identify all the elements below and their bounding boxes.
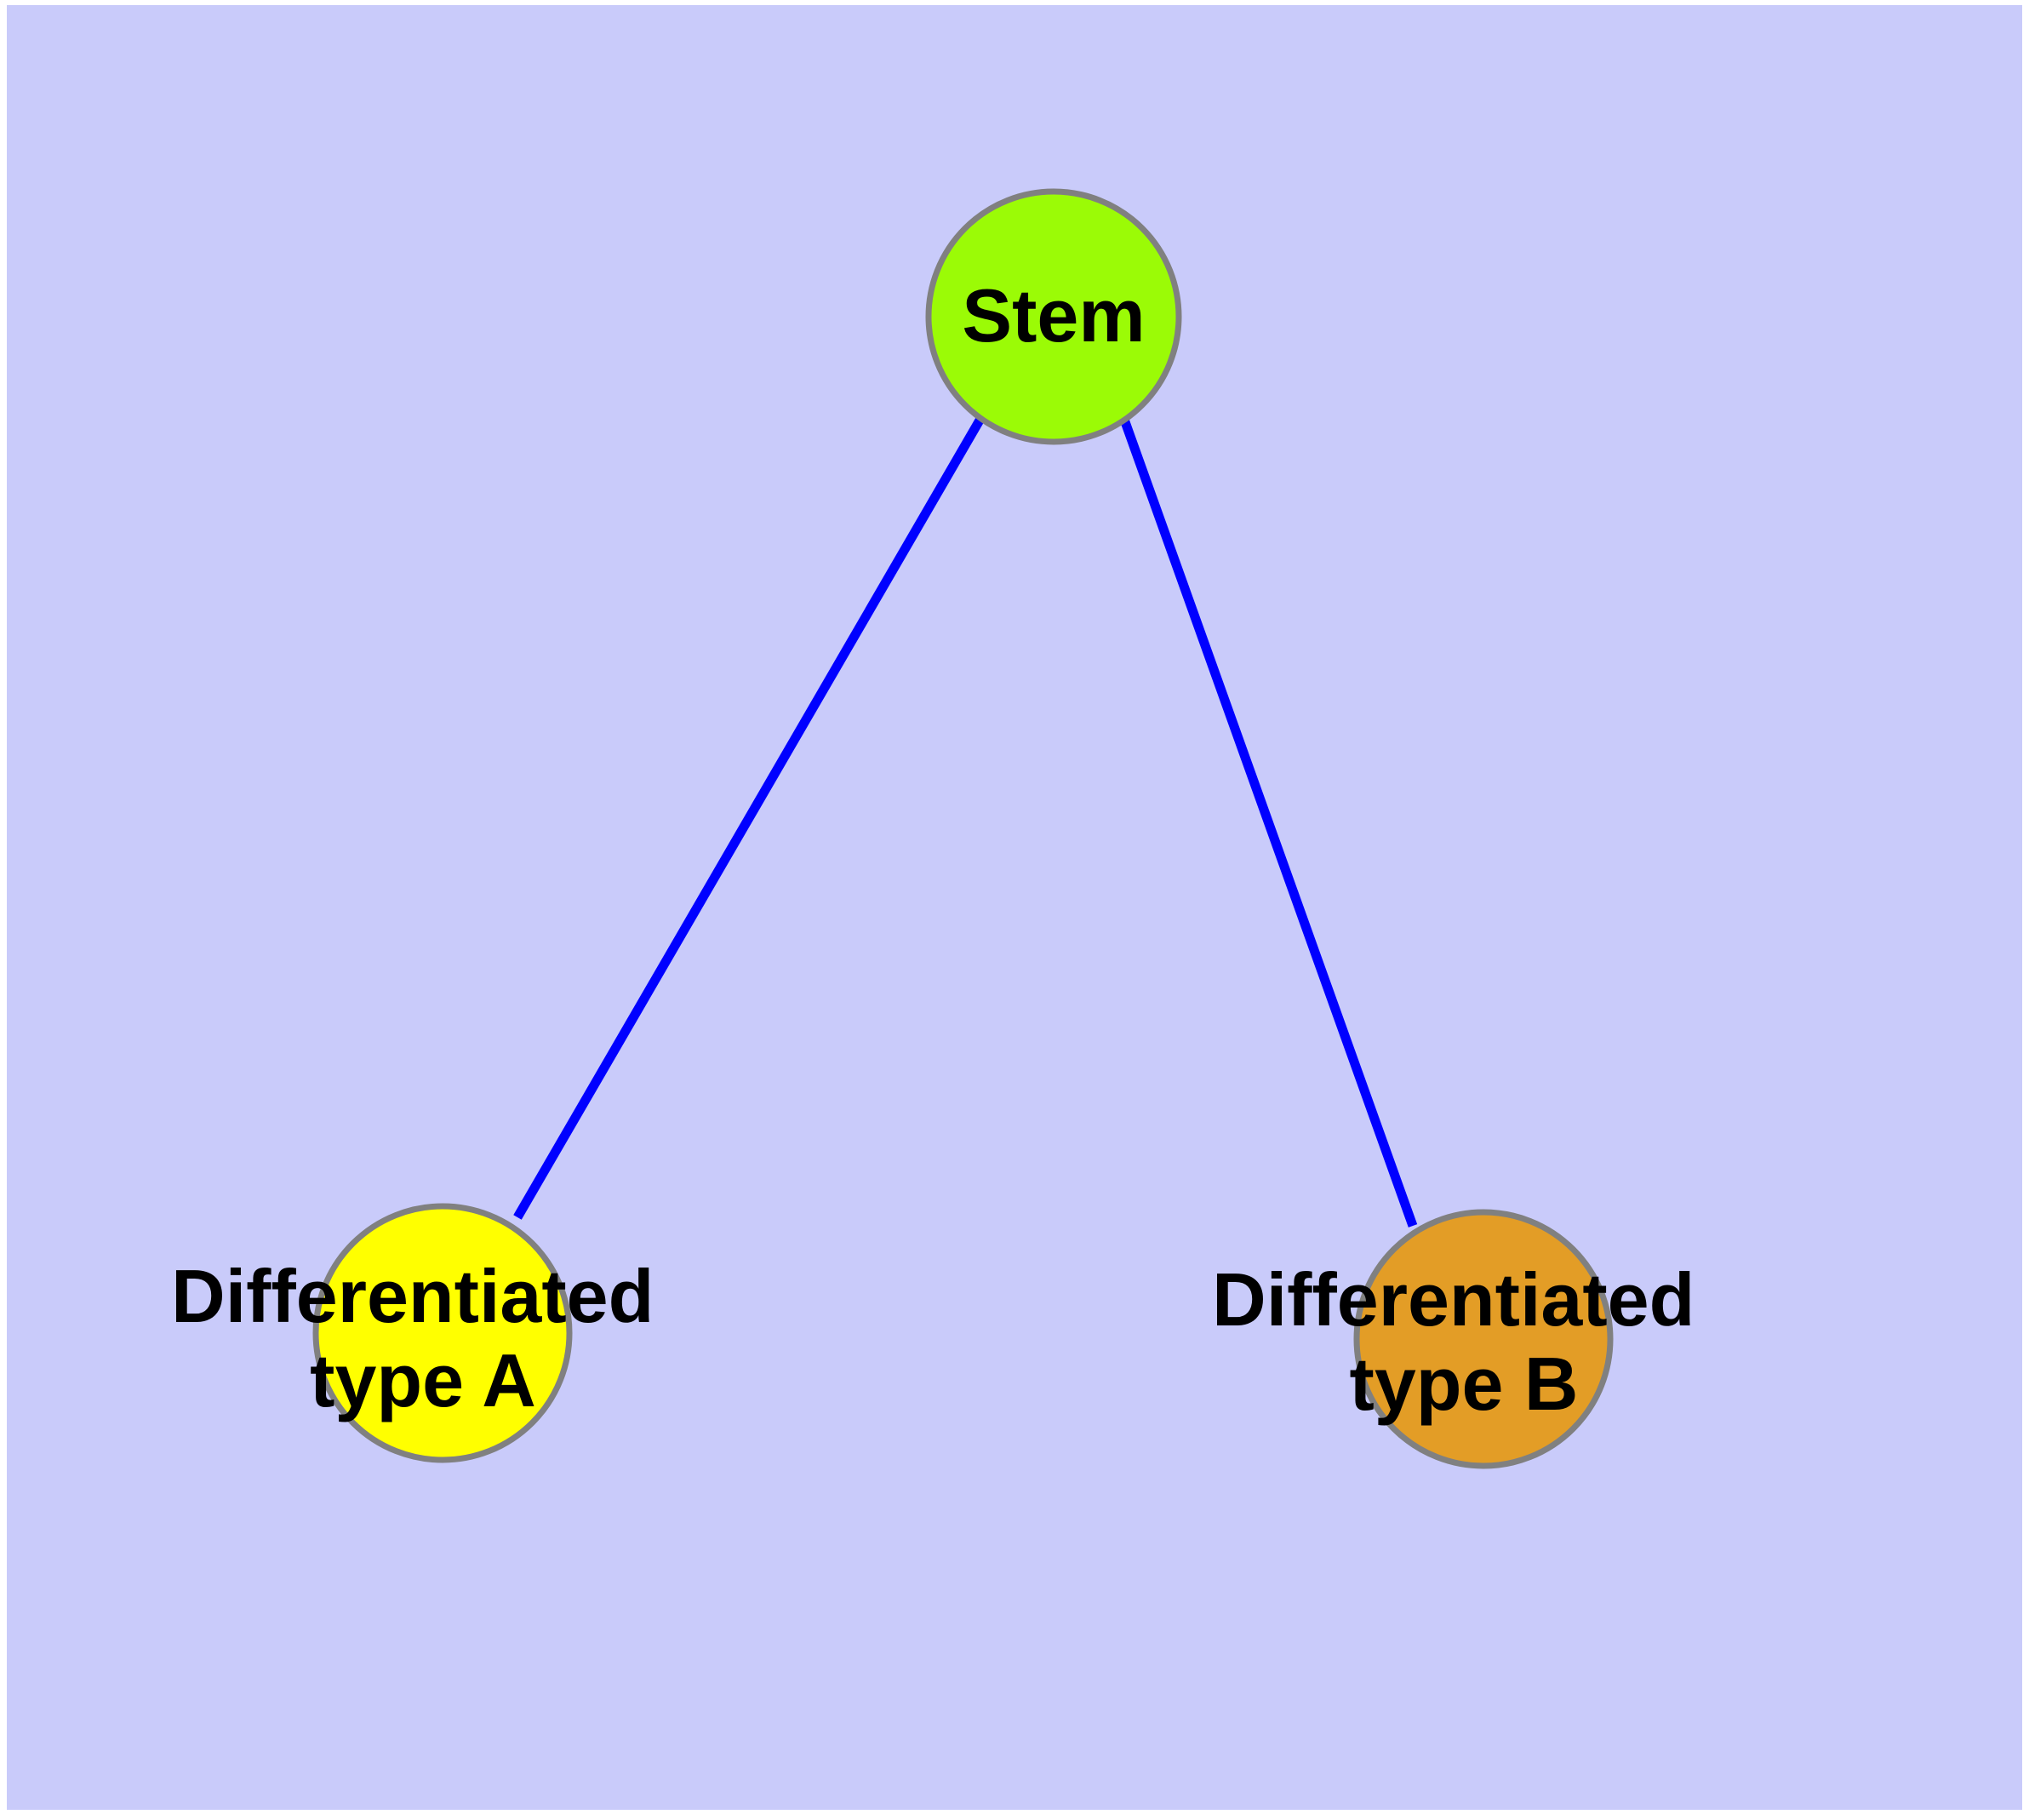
node-differentiated-type-a-circle[interactable] — [312, 1203, 573, 1463]
node-stem[interactable]: Stem — [925, 188, 1182, 445]
node-type-a-label-line-2: type A — [310, 1338, 536, 1422]
node-differentiated-type-b-circle[interactable] — [1353, 1209, 1614, 1469]
node-type-b-label-line-1: Differentiated — [1212, 1257, 1695, 1342]
node-stem-circle[interactable] — [925, 188, 1182, 445]
edge-stem-to-type-a[interactable] — [513, 416, 985, 1220]
node-differentiated-type-b-label: Differentiated type B — [1212, 1257, 1716, 1426]
node-differentiated-type-a-label: Differentiated type A — [171, 1254, 675, 1422]
node-stem-label: Stem — [962, 273, 1145, 358]
node-differentiated-type-a[interactable]: Differentiated type A — [171, 1203, 675, 1463]
edge-stem-to-type-b[interactable] — [1118, 415, 1418, 1228]
node-type-a-label-line-1: Differentiated — [171, 1254, 654, 1338]
node-stem-label-line-1: Stem — [962, 273, 1145, 358]
node-differentiated-type-b[interactable]: Differentiated type B — [1212, 1209, 1716, 1469]
node-type-b-label-line-2: type B — [1350, 1342, 1579, 1426]
nodes-group: Stem Differentiated type A Differentiate… — [171, 188, 1716, 1469]
edges-group — [513, 415, 1418, 1228]
